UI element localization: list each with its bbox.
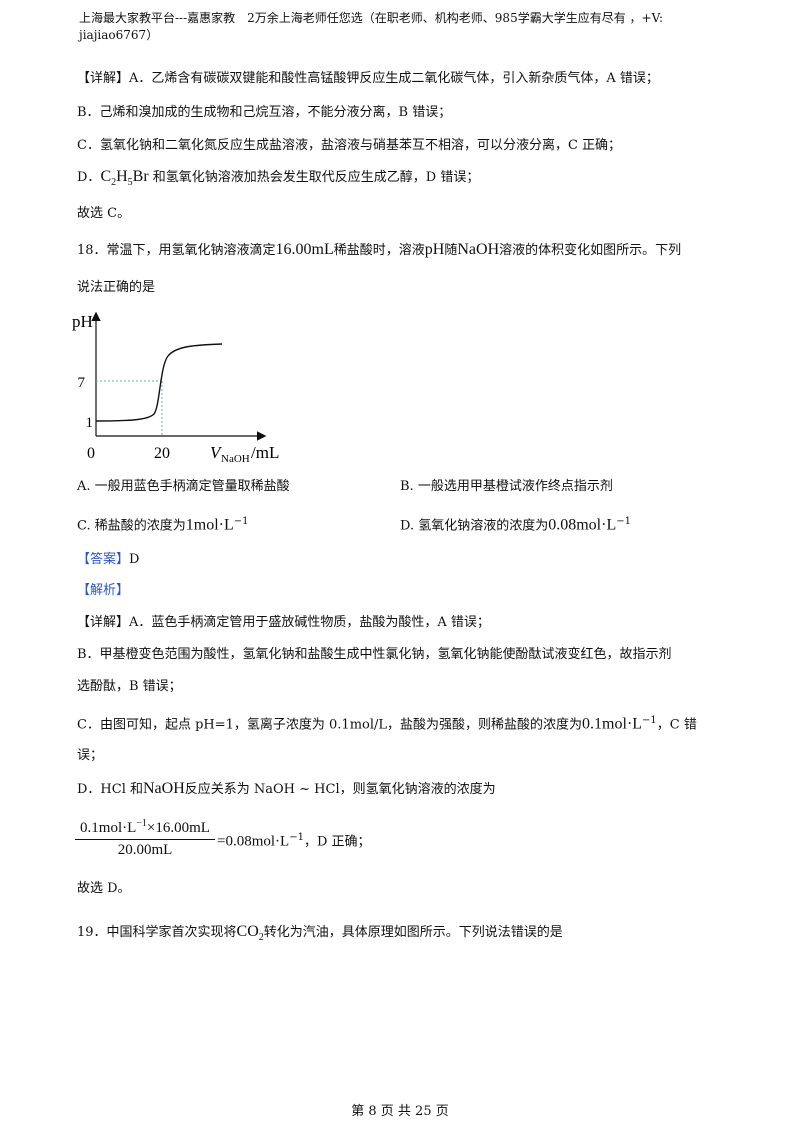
detail-d-text-2: 反应关系为 NaOH ~ HCl，则氢氧化钠溶液的浓度为	[184, 782, 496, 797]
q19-stem-part-2: 转化为汽油，具体原理如图所示。下列说法错误的是	[263, 925, 563, 940]
prev-detail-a: 【详解】A．乙烯含有碳碳双键能和酸性高锰酸钾反应生成二氧化碳气体，引入新杂质气体…	[77, 71, 659, 86]
y-axis-label: pH	[72, 312, 93, 331]
fraction-result: =0.08mol·L−1，D 正确；	[217, 828, 371, 852]
fraction-bar	[75, 839, 215, 840]
titration-curve-figure: pH 7 1 0 20 V NaOH /mL	[72, 311, 279, 465]
prev-detail-d: D．C2H5Br 和氢氧化钠溶液加热会发生取代反应生成乙醇，D 错误；	[77, 167, 479, 193]
formula-sub-5: 5	[127, 177, 133, 189]
fraction-numerator: 0.1mol·L−1×16.00mL	[75, 818, 215, 837]
option-c-prefix: C. 稀盐酸的浓度为	[77, 518, 186, 534]
page-footer: 第 8 页 共 25 页	[351, 1104, 449, 1119]
fraction-denominator: 20.00mL	[117, 842, 173, 858]
q18-answer: 【答案】D	[77, 550, 139, 570]
y-tick-7: 7	[78, 375, 86, 391]
option-d-sup: −1	[616, 516, 631, 527]
q18-analysis-tag: 【解析】	[77, 583, 130, 598]
option-d-value: 0.08mol·L	[548, 516, 617, 534]
q18-volume: 16.00mL	[275, 241, 334, 258]
x-tick-0: 0	[87, 445, 95, 462]
prev-detail-b: B．己烯和溴加成的生成物和己烷互溶，不能分液分离，B 错误；	[77, 105, 452, 120]
q18-stem-part: 稀盐酸时，溶液	[333, 243, 425, 258]
q18-detail-c2: 误；	[77, 748, 104, 763]
formula-sub-2: 2	[111, 177, 117, 189]
answer-tag: 【答案】	[77, 552, 130, 567]
x-axis-label-v: V	[210, 443, 223, 462]
formula-c: C	[100, 168, 112, 185]
numerator-conc: 0.1mol·L	[80, 820, 137, 836]
q18-option-b: B. 一般选用甲基橙试液作终点指示剂	[400, 479, 613, 494]
x-tick-20: 20	[154, 445, 170, 462]
detail-c-text: C．由图可知，起点 pH=1，氢离子浓度为 0.1mol/L，盐酸为强酸，则稀盐…	[77, 717, 583, 733]
x-axis-label-unit: /mL	[251, 443, 279, 462]
q18-detail-b2: 选酚酞，B 错误；	[77, 679, 182, 694]
ethyl-bromide-formula: C2H5Br	[100, 168, 149, 189]
detail-d-text: D．HCl 和	[77, 782, 143, 797]
prev-detail-d-prefix: D．	[77, 170, 101, 185]
detail-d-naoh: NaOH	[143, 780, 185, 797]
option-c-sup: −1	[233, 516, 249, 527]
q18-naoh: NaOH	[457, 241, 500, 258]
option-c-value: 1mol·L	[185, 516, 234, 534]
q18-stem-part: 18．常温下，用氢氧化钠溶液滴定	[77, 243, 276, 258]
q18-detail-a: 【详解】A．蓝色手柄滴定管用于盛放碱性物质，盐酸为酸性，A 错误；	[77, 615, 490, 630]
q18-stem-line2: 说法正确的是	[77, 280, 156, 295]
q18-stem-part: 随	[444, 243, 458, 258]
q18-conclusion: 故选 D。	[77, 881, 131, 896]
detail-c-tail: ，C 错	[656, 717, 697, 733]
q18-detail-b1: B．甲基橙变色范围为酸性，氢氧化钠和盐酸生成中性氯化钠，氢氧化钠能使酚酞试液变红…	[77, 647, 672, 662]
prev-conclusion: 故选 C。	[77, 206, 131, 221]
q18-option-d: D. 氢氧化钠溶液的浓度为0.08mol·L−1	[400, 512, 631, 536]
q18-ph: pH	[424, 241, 445, 258]
numerator-sup: −1	[136, 818, 147, 829]
y-tick-1: 1	[86, 415, 94, 431]
q18-option-c: C. 稀盐酸的浓度为1mol·L−1	[77, 512, 249, 536]
concentration-fraction: 0.1mol·L−1×16.00mL 20.00mL	[75, 818, 215, 859]
answer-value: D	[129, 552, 140, 567]
fraction-result-sup: −1	[289, 832, 304, 843]
formula-br: Br	[132, 168, 149, 185]
q18-stem-line1: 18．常温下，用氢氧化钠溶液滴定16.00mL稀盐酸时，溶液pH随NaOH溶液的…	[77, 240, 681, 261]
co2-formula: CO2	[236, 923, 264, 944]
co2-sub: 2	[258, 932, 264, 944]
detail-c-value: 0.1mol·L	[582, 715, 643, 733]
q18-detail-d: D．HCl 和NaOH反应关系为 NaOH ~ HCl，则氢氧化钠溶液的浓度为	[77, 779, 496, 800]
option-d-prefix: D. 氢氧化钠溶液的浓度为	[400, 518, 549, 534]
q18-stem-part: 溶液的体积变化如图所示。下列	[499, 243, 682, 258]
numerator-vol: ×16.00mL	[146, 820, 210, 836]
x-axis-label-sub: NaOH	[221, 453, 250, 465]
page-header: 上海最大家教平台---嘉惠家教 2万余上海老师任您选（在职老师、机构老师、985…	[79, 11, 664, 42]
prev-detail-d-rest: 和氢氧化钠溶液加热会发生取代反应生成乙醇，D 错误；	[148, 170, 480, 185]
ph-curve	[95, 343, 223, 422]
fraction-result-value: =0.08mol·L	[217, 833, 290, 850]
q18-option-a: A. 一般用蓝色手柄滴定管量取稀盐酸	[77, 479, 290, 494]
detail-c-sup: −1	[642, 715, 657, 726]
q19-stem-part: 19．中国科学家首次实现将	[77, 925, 237, 940]
fraction-tail: ，D 正确；	[303, 834, 371, 850]
prev-detail-c: C．氢氧化钠和二氧化氮反应生成盐溶液，盐溶液与硝基苯互不相溶，可以分液分离，C …	[77, 138, 622, 153]
co2-main: CO	[236, 923, 259, 940]
q18-detail-c1: C．由图可知，起点 pH=1，氢离子浓度为 0.1mol/L，盐酸为强酸，则稀盐…	[77, 711, 697, 735]
q19-stem: 19．中国科学家首次实现将CO2转化为汽油，具体原理如图所示。下列说法错误的是	[77, 922, 563, 948]
formula-h: H	[116, 168, 128, 185]
